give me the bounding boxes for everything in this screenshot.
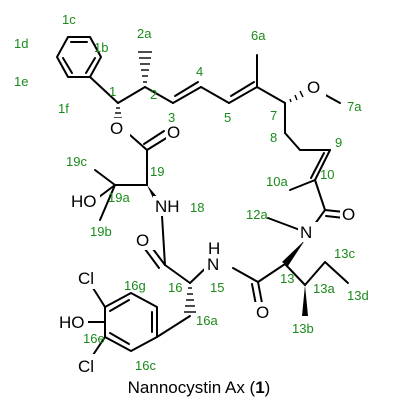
locant-2: 2: [150, 87, 157, 102]
atom-h-15: H: [208, 239, 220, 258]
bond-5-6-double: [230, 81, 255, 97]
atom-o-methoxy: O: [307, 78, 320, 97]
atom-o-carbonyl-16: O: [136, 231, 149, 250]
atom-nh-18: NH: [155, 197, 180, 216]
bond-ring-cl-top: [92, 287, 106, 308]
atom-o-ester: O: [110, 119, 123, 138]
locant-19a: 19a: [108, 190, 130, 205]
locant-7a: 7a: [347, 99, 362, 114]
atom-n-12: N: [300, 223, 312, 242]
wedge-13a-13b: [302, 285, 308, 316]
locant-13b: 13b: [292, 321, 314, 336]
bond-13a-13c: [304, 261, 326, 286]
locant-16a: 16a: [196, 313, 218, 328]
locant-1b: 1b: [94, 40, 108, 55]
bond-16-17: [164, 264, 191, 284]
locant-1: 1: [109, 84, 116, 99]
bond-4-5: [200, 86, 230, 104]
locant-18: 18: [190, 200, 204, 215]
bond-3-4: [172, 86, 202, 104]
locant-1e: 1e: [14, 74, 28, 89]
bond-13-14: [257, 263, 286, 283]
bond-20-o: [146, 136, 169, 151]
phenol-double-1: [109, 299, 130, 312]
atom-labels: O O O O O O HO NH N H N Cl Cl HO: [58, 77, 360, 376]
phenyl-double-3: [62, 57, 73, 74]
compound-caption: Nannocystin Ax (1): [0, 378, 398, 398]
bond-5-6: [228, 86, 258, 104]
caption-compound-number: 1: [255, 378, 265, 397]
locant-8: 8: [270, 130, 277, 145]
bond-14-o: [257, 281, 263, 304]
phenyl-double-2: [85, 57, 96, 74]
bond-20-o-double: [143, 130, 165, 145]
caption-close: ): [264, 378, 271, 397]
locant-1f: 1f: [58, 101, 69, 116]
atom-ho-16e: HO: [59, 313, 85, 332]
locant-13: 13: [280, 271, 294, 286]
locant-6a: 6a: [251, 28, 266, 43]
bond-10-10a: [289, 179, 316, 191]
atom-o-carbonyl-19: O: [167, 123, 180, 142]
bond-14-o-double: [251, 283, 257, 306]
phenol-double-3: [109, 332, 130, 345]
locant-7: 7: [270, 108, 277, 123]
bond-16a-ring: [156, 315, 191, 338]
bond-14-n15: [232, 267, 259, 283]
bond-n12-12a: [267, 217, 301, 231]
locant-9: 9: [335, 135, 342, 150]
bond-9-10: [314, 149, 331, 181]
bond-3-4-double: [174, 81, 199, 97]
caption-name: Nannocystin Ax (: [127, 378, 256, 397]
locant-2a: 2a: [137, 26, 152, 41]
bond-17-n18: [161, 215, 166, 266]
bond-10-11: [314, 179, 326, 211]
wedge-n12-13: [282, 240, 305, 266]
locant-16e: 16e: [83, 331, 105, 346]
locant-19: 19: [150, 164, 164, 179]
bond-19a-19c: [94, 169, 116, 186]
locant-10: 10: [320, 167, 334, 182]
bond-2-3: [144, 86, 174, 104]
locant-16: 16: [168, 280, 182, 295]
bond-13c-13d: [324, 261, 349, 284]
bond-1f-1: [89, 76, 119, 104]
bond-8-9a: [284, 132, 301, 151]
atom-n-15: N: [207, 255, 219, 274]
locant-16c: 16c: [135, 358, 156, 373]
atom-cl-bottom: Cl: [78, 357, 94, 376]
hash-bond-16-16a: [184, 287, 196, 313]
bond-13-13a: [284, 263, 306, 286]
locant-13d: 13d: [347, 288, 369, 303]
bond-9-10-double: [310, 152, 325, 179]
atom-o-carbonyl-13: O: [256, 303, 269, 322]
hash-bond-2-2a: [138, 51, 152, 83]
locant-16g: 16g: [124, 278, 146, 293]
bond-6-7: [256, 86, 286, 104]
locant-19c: 19c: [66, 154, 87, 169]
bond-20-oester: [129, 134, 148, 151]
atom-o-carbonyl-10: O: [342, 205, 355, 224]
bond-17-o-double: [144, 248, 160, 269]
locant-15: 15: [210, 280, 224, 295]
locant-4: 4: [196, 64, 203, 79]
locant-5: 5: [224, 110, 231, 125]
locant-13a: 13a: [313, 281, 335, 296]
locant-labels: 1c 1b 1d 1e 1f 1 2a 2 3 4 5 6a 7 7a 8 9 …: [14, 12, 369, 373]
locant-1d: 1d: [14, 36, 28, 51]
locant-13c: 13c: [334, 246, 355, 261]
locant-12a: 12a: [246, 207, 268, 222]
atom-ho-19a: HO: [71, 192, 97, 211]
atom-cl-top: Cl: [78, 269, 94, 288]
locant-1c: 1c: [62, 12, 76, 27]
locant-10a: 10a: [266, 174, 288, 189]
phenol-ring: [104, 292, 158, 352]
locant-3: 3: [168, 110, 175, 125]
locant-19b: 19b: [90, 224, 112, 239]
bond-ring-cl-bottom: [92, 336, 106, 356]
bond-19a-19b: [99, 184, 116, 221]
bond-1-2: [117, 86, 146, 104]
